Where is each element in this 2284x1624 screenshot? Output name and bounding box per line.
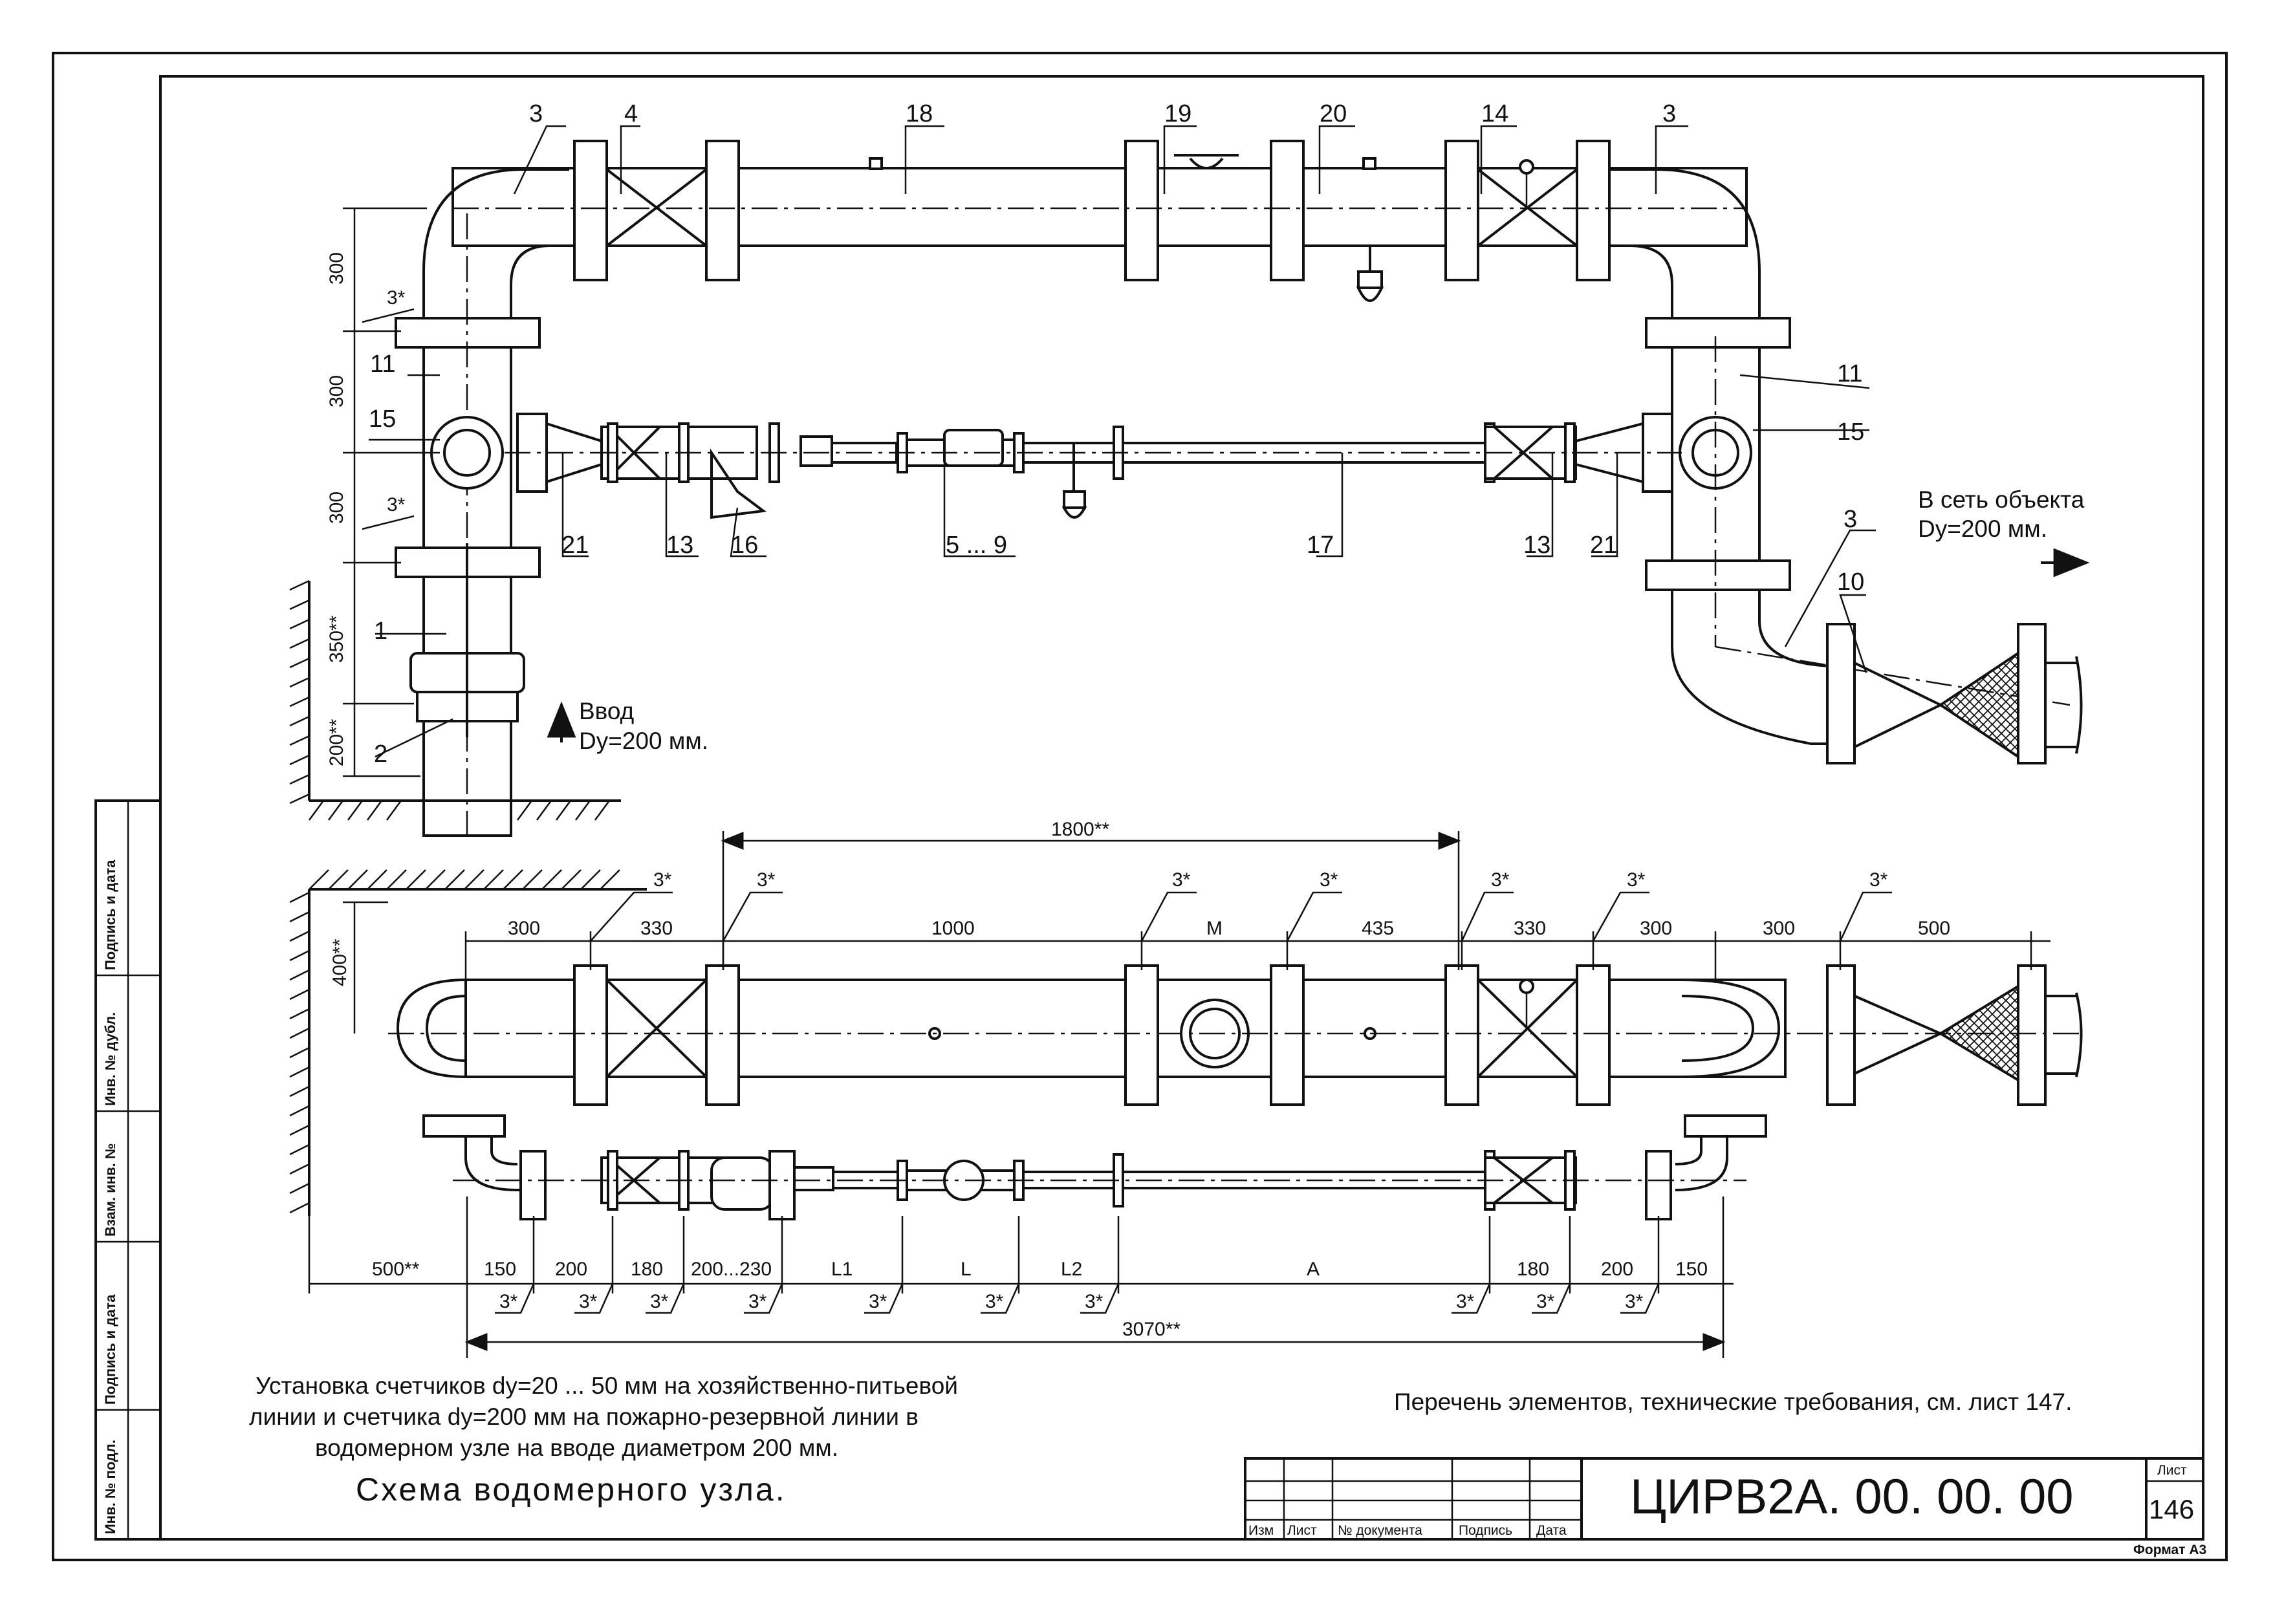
side-stamp-5: Инв. № подл. [102, 1440, 118, 1534]
callout-21-right: 21 [1590, 532, 1617, 559]
callout-13-left: 13 [666, 532, 693, 559]
document-code: ЦИРВ2А. 00. 00. 00 [1630, 1469, 2073, 1524]
tb-col-izm: Изм [1248, 1523, 1274, 1538]
dim-top-1000: 1000 [931, 918, 975, 939]
callout-19: 19 [1164, 100, 1191, 127]
seam-mark-3: 3* [1172, 869, 1191, 891]
dim-bot-l: L [961, 1259, 972, 1280]
dim-top-300-c: 300 [1763, 918, 1795, 939]
tb-col-date: Дата [1536, 1523, 1567, 1538]
dim-top-330-a: 330 [640, 918, 673, 939]
vdim-200: 200** [326, 719, 347, 766]
callout-3-outlet: 3 [1844, 506, 1857, 533]
seam-mark-b6: 3* [985, 1291, 1004, 1312]
callout-3-right: 3 [1662, 100, 1676, 127]
callout-13-right: 13 [1523, 532, 1550, 559]
vdim-seam-a: 3* [387, 287, 406, 309]
seam-mark-b7: 3* [1085, 1291, 1104, 1312]
outlet-label-line1: В сеть объекта [1918, 486, 2085, 513]
callout-1: 1 [374, 618, 387, 645]
dim-bot-500: 500** [372, 1259, 420, 1280]
vdim-300-a: 300 [326, 252, 347, 285]
side-stamp: Подпись и дата Инв. № дубл. Взам. инв. №… [94, 799, 162, 1541]
tb-col-sign: Подпись [1459, 1523, 1512, 1538]
dim-bot-l2: L2 [1061, 1259, 1082, 1280]
vdim-400: 400** [329, 938, 351, 986]
outlet-label-line2: Dy=200 мм. [1918, 515, 2047, 542]
vdim-350: 350** [326, 615, 347, 663]
tb-col-list: Лист [1287, 1523, 1317, 1538]
seam-mark-b3: 3* [650, 1291, 669, 1312]
dim-bot-180-a: 180 [631, 1259, 663, 1280]
callout-2: 2 [374, 741, 387, 768]
dim-top-500: 500 [1918, 918, 1950, 939]
seam-mark-1: 3* [653, 869, 672, 891]
dim-top-435: 435 [1362, 918, 1394, 939]
inlet-label-line1: Ввод [579, 698, 634, 724]
title-line-1: Установка счетчиков dy=20 ... 50 мм на х… [256, 1372, 958, 1399]
seam-mark-6: 3* [1627, 869, 1646, 891]
seam-mark-b8: 3* [1456, 1291, 1475, 1312]
seam-mark-b5: 3* [869, 1291, 887, 1312]
seam-mark-4: 3* [1320, 869, 1338, 891]
callout-17: 17 [1307, 532, 1334, 559]
callout-15-left: 15 [369, 406, 396, 433]
callout-16: 16 [731, 532, 758, 559]
seam-mark-b10: 3* [1625, 1291, 1644, 1312]
seam-mark-2: 3* [757, 869, 776, 891]
dim-bot-150-b: 150 [1675, 1259, 1708, 1280]
dim-bot-200-230: 200...230 [691, 1259, 772, 1280]
dim-bot-l1: L1 [831, 1259, 853, 1280]
callout-5-9: 5 ... 9 [946, 532, 1007, 559]
callout-10: 10 [1837, 568, 1864, 596]
callouts-top: 3 4 18 19 20 14 3 11 15 21 13 16 5 ... 9 [369, 100, 1876, 768]
dim-bot-150-a: 150 [484, 1259, 516, 1280]
format-label: Формат А3 [2133, 1543, 2206, 1557]
seam-mark-b1: 3* [499, 1291, 518, 1312]
callout-11-left: 11 [370, 351, 395, 378]
drawing-caption: Схема водомерного узла. [356, 1471, 787, 1508]
seam-mark-7: 3* [1869, 869, 1888, 891]
side-stamp-3: Взам. инв. № [102, 1143, 118, 1237]
side-stamp-4: Подпись и дата [102, 1294, 118, 1405]
vdim-300-c: 300 [326, 492, 347, 524]
sheet-label: Лист [2157, 1463, 2187, 1478]
side-stamp-2: Инв. № дубл. [102, 1012, 118, 1106]
seam-mark-5: 3* [1491, 869, 1510, 891]
top-view: Ввод Dy=200 мм. В сеть объекта Dy=200 мм… [289, 100, 2090, 841]
callout-4: 4 [624, 100, 638, 127]
inlet-label-line2: Dy=200 мм. [579, 728, 708, 754]
seam-mark-b4: 3* [748, 1291, 767, 1312]
seam-mark-b2: 3* [579, 1291, 598, 1312]
dim-bot-200-a: 200 [555, 1259, 587, 1280]
callout-15-right: 15 [1837, 418, 1864, 446]
callout-3-left: 3 [529, 100, 543, 127]
vdim-300-b: 300 [326, 375, 347, 407]
title-line-2: линии и счетчика dy=200 мм на пожарно-ре… [249, 1403, 919, 1430]
dim-3070: 3070** [1122, 1319, 1180, 1340]
dim-bot-180-b: 180 [1517, 1259, 1549, 1280]
callout-14: 14 [1481, 100, 1508, 127]
callout-21-left: 21 [561, 532, 589, 559]
dim-top-300-a: 300 [508, 918, 540, 939]
title-line-3: водомерном узле на вводе диаметром 200 м… [315, 1435, 838, 1461]
title-block: Изм Лист № документа Подпись Дата ЦИРВ2А… [1244, 1457, 2204, 1541]
callout-11-right: 11 [1837, 360, 1862, 387]
sheet-number: 146 [2149, 1494, 2194, 1524]
callout-18: 18 [906, 100, 933, 127]
dim-top-m: M [1206, 918, 1223, 939]
dim-bot-200-b: 200 [1601, 1259, 1633, 1280]
vdim-seam-b: 3* [387, 494, 406, 515]
dim-1800: 1800** [1051, 819, 1109, 840]
plan-view: 400** 1800** 300 330 1000 M 435 330 300 … [289, 819, 2083, 1358]
dim-top-300-b: 300 [1640, 918, 1672, 939]
reference-note: Перечень элементов, технические требован… [1394, 1389, 2072, 1415]
dim-top-330-b: 330 [1514, 918, 1546, 939]
tb-col-doc: № документа [1338, 1523, 1422, 1538]
seam-mark-b9: 3* [1536, 1291, 1555, 1312]
callout-20: 20 [1320, 100, 1347, 127]
dim-bot-a: A [1307, 1259, 1320, 1280]
side-stamp-1: Подпись и дата [102, 860, 118, 970]
